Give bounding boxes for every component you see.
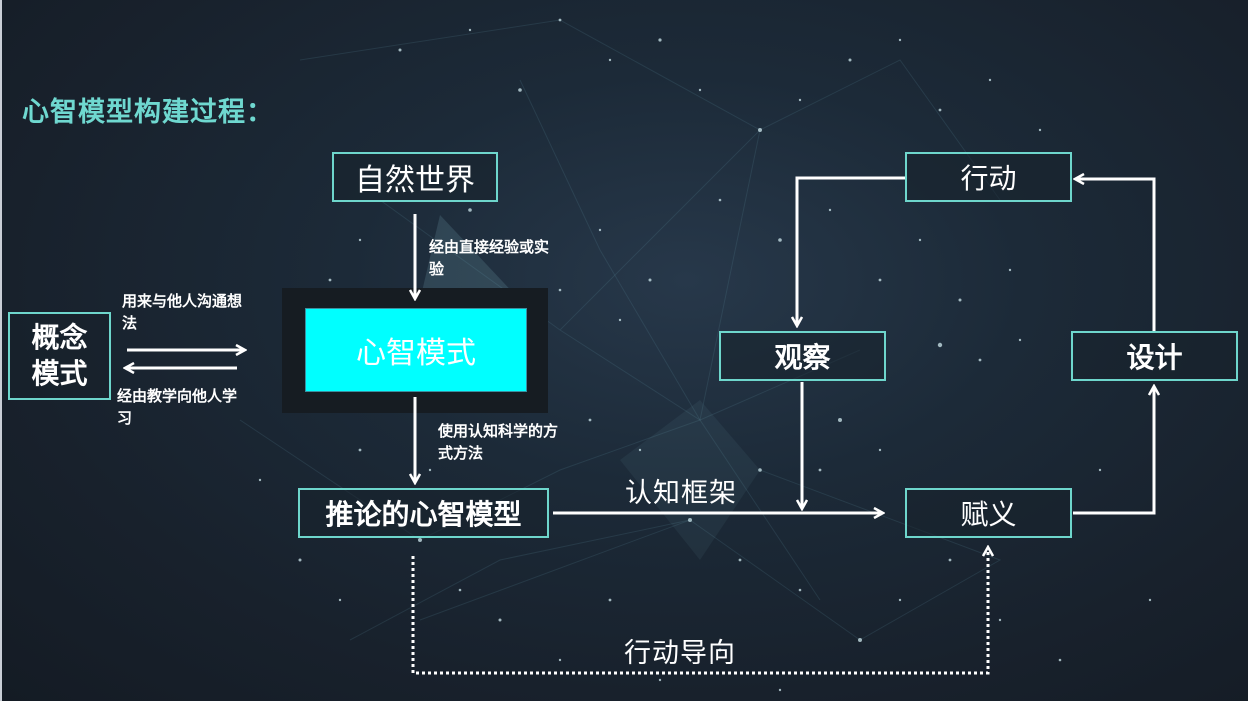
- label-cognitive-framework: 认知框架: [625, 478, 737, 509]
- node-inferred-mental-model: 推论的心智模型: [298, 488, 549, 538]
- label-direct-experience: 经由直接经验或实 验: [429, 238, 550, 278]
- node-label-line1: 概念: [31, 321, 88, 354]
- node-label-line2: 模式: [31, 357, 88, 390]
- label-learn: 经由教学向他人学 习: [117, 387, 238, 427]
- node-mental-mode: 心智模式: [305, 308, 527, 392]
- arrow-meaning-to-design: [1073, 387, 1154, 515]
- node-observe: 观察: [719, 331, 886, 381]
- arrow-action-oriented-dotted: [411, 548, 988, 675]
- node-meaning: 赋义: [905, 488, 1072, 538]
- arrow-design-to-action: [1076, 179, 1156, 331]
- node-action: 行动: [905, 152, 1072, 202]
- page-title: 心智模型构建过程：: [22, 97, 274, 128]
- node-label: 心智模式: [356, 336, 476, 371]
- slide-left-edge: [0, 0, 2, 701]
- node-natural-world: 自然世界: [332, 152, 498, 202]
- node-label: 自然世界: [355, 163, 475, 198]
- label-cognitive-method: 使用认知科学的方 式方法: [438, 422, 559, 462]
- node-concept-mode: 概念 模式: [8, 312, 111, 400]
- node-label: 行动: [960, 162, 1017, 195]
- label-communicate: 用来与他人沟通想 法: [122, 292, 243, 332]
- node-label: 观察: [774, 341, 831, 374]
- label-action-oriented: 行动导向: [624, 638, 736, 669]
- arrow-action-to-observe: [797, 176, 905, 325]
- node-label: 赋义: [960, 498, 1017, 531]
- node-design: 设计: [1071, 331, 1238, 381]
- node-label: 推论的心智模型: [325, 498, 522, 531]
- node-label: 设计: [1126, 341, 1183, 374]
